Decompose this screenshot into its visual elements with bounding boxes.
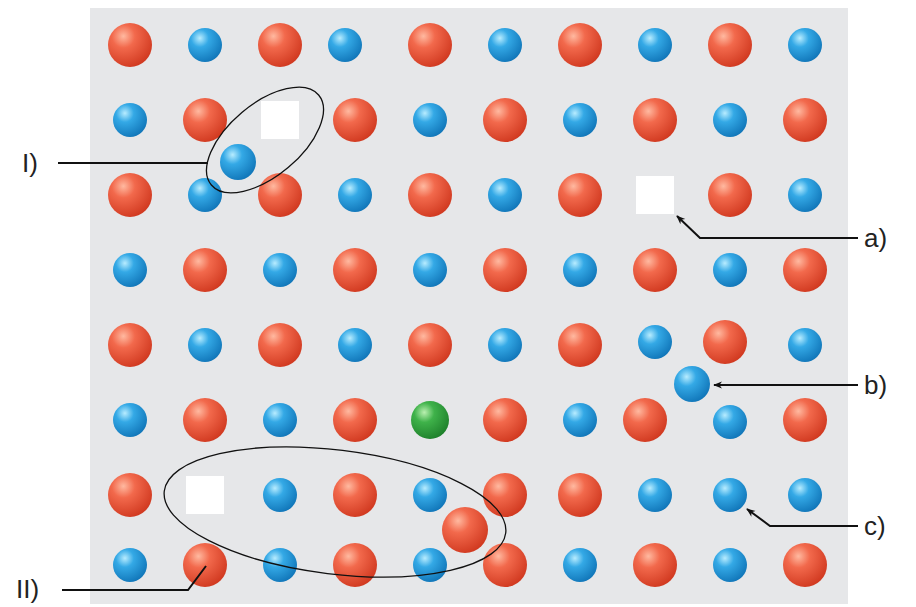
cation [633, 543, 677, 587]
defect-outline [157, 430, 514, 595]
cation [633, 248, 677, 292]
vacancy [261, 101, 299, 139]
anion [338, 328, 372, 362]
anion [188, 328, 222, 362]
anion [263, 478, 297, 512]
anion [488, 178, 522, 212]
anion [188, 178, 222, 212]
anion [413, 103, 447, 137]
cation [183, 398, 227, 442]
leader-arrow [714, 384, 858, 386]
anion [328, 28, 362, 62]
cation [483, 473, 527, 517]
anion [338, 178, 372, 212]
anion [413, 478, 447, 512]
cation [483, 248, 527, 292]
defect-outline [188, 67, 342, 212]
cation [558, 173, 602, 217]
anion [638, 28, 672, 62]
anion [788, 478, 822, 512]
cation [108, 473, 152, 517]
leader-line [62, 566, 206, 590]
cation [183, 248, 227, 292]
cation [258, 173, 302, 217]
cation [333, 248, 377, 292]
anion [113, 403, 147, 437]
anion [563, 548, 597, 582]
cation [783, 543, 827, 587]
impurity-atom [411, 401, 449, 439]
cation [483, 543, 527, 587]
vacancy [636, 176, 674, 214]
anion [188, 28, 222, 62]
cation [783, 98, 827, 142]
cation [558, 473, 602, 517]
cation [623, 398, 667, 442]
anion [113, 253, 147, 287]
callout-label: II) [14, 575, 41, 604]
interstitial-anion [220, 144, 256, 180]
anion [488, 28, 522, 62]
anion [413, 253, 447, 287]
anion [563, 253, 597, 287]
callout-label: c) [862, 512, 888, 541]
cation [408, 23, 452, 67]
cation [408, 173, 452, 217]
anion [638, 325, 672, 359]
anion [713, 253, 747, 287]
anion [263, 253, 297, 287]
cation [258, 323, 302, 367]
anion [563, 403, 597, 437]
cation [703, 320, 747, 364]
anion [263, 403, 297, 437]
cation [333, 398, 377, 442]
cation [558, 323, 602, 367]
cation [483, 398, 527, 442]
callout-label: a) [862, 224, 889, 253]
anion [413, 548, 447, 582]
cation [708, 173, 752, 217]
vacancy [186, 476, 224, 514]
cation [333, 543, 377, 587]
anion [488, 328, 522, 362]
anion [638, 478, 672, 512]
cation [258, 23, 302, 67]
cation [108, 173, 152, 217]
callout-label: b) [862, 371, 889, 400]
cation [558, 23, 602, 67]
anion [713, 548, 747, 582]
crystal-panel [90, 8, 848, 604]
anion [113, 548, 147, 582]
cation [183, 543, 227, 587]
cation [108, 323, 152, 367]
leader-arrow [747, 509, 858, 526]
cation [633, 98, 677, 142]
cation [783, 248, 827, 292]
anion [788, 328, 822, 362]
interstitial-cation [442, 507, 488, 553]
interstitial-anion [674, 366, 710, 402]
antisite-anion [713, 478, 747, 512]
anion [563, 103, 597, 137]
anion [113, 103, 147, 137]
cation [333, 98, 377, 142]
cation [333, 473, 377, 517]
cation [783, 398, 827, 442]
leader-line [58, 162, 208, 164]
anion [788, 178, 822, 212]
callout-label: I) [20, 149, 40, 178]
anion [713, 405, 747, 439]
cation [483, 98, 527, 142]
cation [408, 323, 452, 367]
cation [108, 23, 152, 67]
leader-arrow [677, 216, 858, 238]
anion [788, 28, 822, 62]
ion-grid [108, 23, 827, 587]
cation [708, 23, 752, 67]
anion [713, 103, 747, 137]
